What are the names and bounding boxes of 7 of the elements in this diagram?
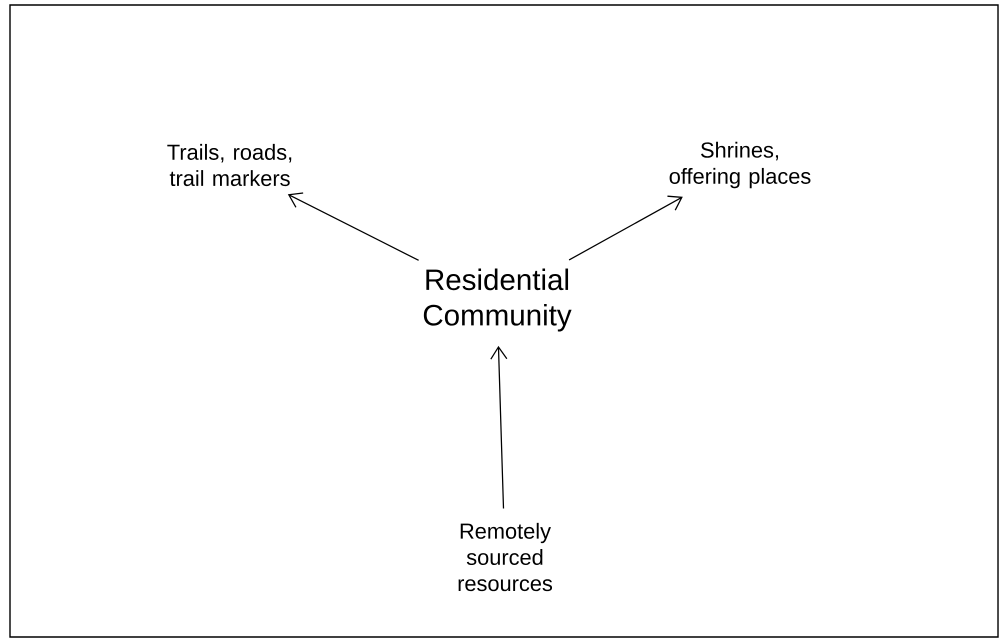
text-label: Shrines, offering places	[670, 142, 810, 188]
text-label: Remotely sourced resources	[458, 522, 552, 592]
arrow	[568, 196, 683, 261]
arrow	[490, 346, 508, 509]
text-label: Residential Community	[424, 268, 572, 332]
arrow	[288, 192, 419, 261]
text-label: Trails, roads, trail markers	[167, 144, 292, 186]
